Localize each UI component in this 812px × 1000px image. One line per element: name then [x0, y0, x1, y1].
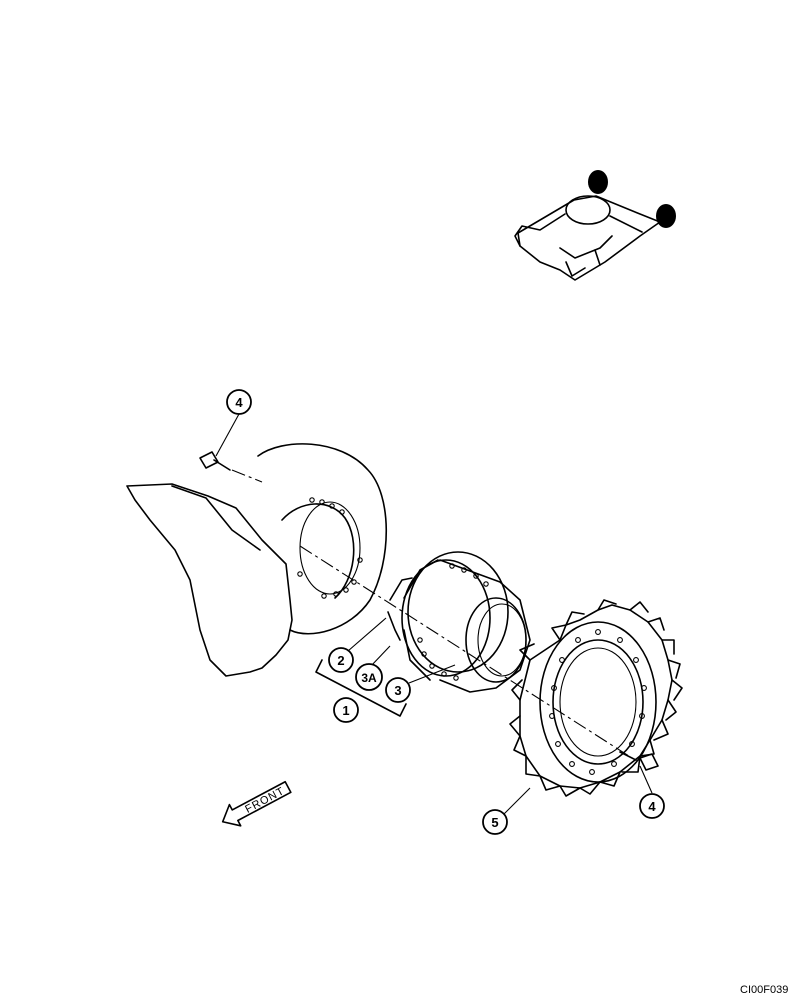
sprocket-bolt-holes: [549, 629, 647, 775]
assembly-bracket: [315, 659, 407, 717]
travel-motor-assembly: [387, 551, 531, 693]
callout-1: 1: [333, 697, 359, 723]
front-direction-arrow: FRONT: [221, 780, 292, 827]
undercarriage-locator-thumbnail: [514, 170, 676, 281]
svg-text:2: 2: [337, 653, 344, 668]
callout-2: 2: [328, 647, 354, 673]
callout-3: 3: [385, 677, 411, 703]
callout-4-top: 4: [226, 389, 252, 415]
figure-code: CI00F039: [740, 984, 788, 996]
svg-text:3A: 3A: [361, 671, 377, 685]
callout-5: 5: [482, 809, 508, 835]
leader-lines: [215, 413, 653, 819]
frame-bolt-holes: [297, 497, 363, 599]
motor-flange-bolt-holes: [417, 563, 489, 681]
svg-text:4: 4: [648, 799, 656, 814]
assembly-center-line: [299, 545, 633, 759]
bolt-top: [199, 451, 263, 483]
track-frame: [126, 443, 388, 677]
callout-3a: 3A: [355, 663, 383, 691]
svg-text:5: 5: [491, 815, 498, 830]
bolt-bottom: [619, 751, 659, 771]
callout-4-bottom: 4: [639, 793, 665, 819]
svg-text:3: 3: [394, 683, 401, 698]
svg-text:4: 4: [235, 395, 243, 410]
sprocket: [509, 599, 683, 797]
svg-text:1: 1: [342, 703, 349, 718]
drive-motor-highlight-icon: [588, 170, 676, 228]
